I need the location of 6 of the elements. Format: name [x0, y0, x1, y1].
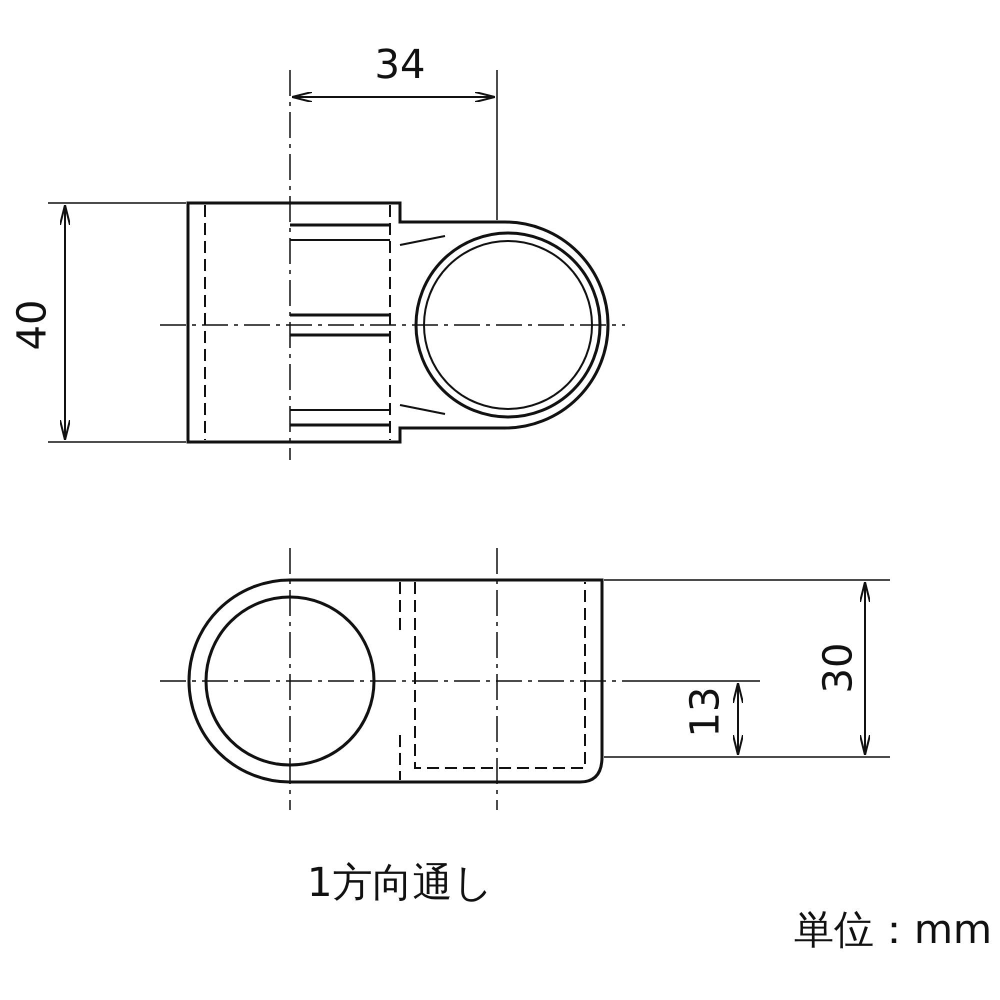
dimension-value: 13	[684, 686, 725, 738]
caption: 1方向通し	[307, 863, 494, 903]
dimension-value: 34	[374, 45, 426, 85]
dimension-value: 30	[818, 642, 858, 694]
dimension-value: 40	[12, 300, 52, 350]
unit-note: 単位：mm	[794, 910, 992, 950]
